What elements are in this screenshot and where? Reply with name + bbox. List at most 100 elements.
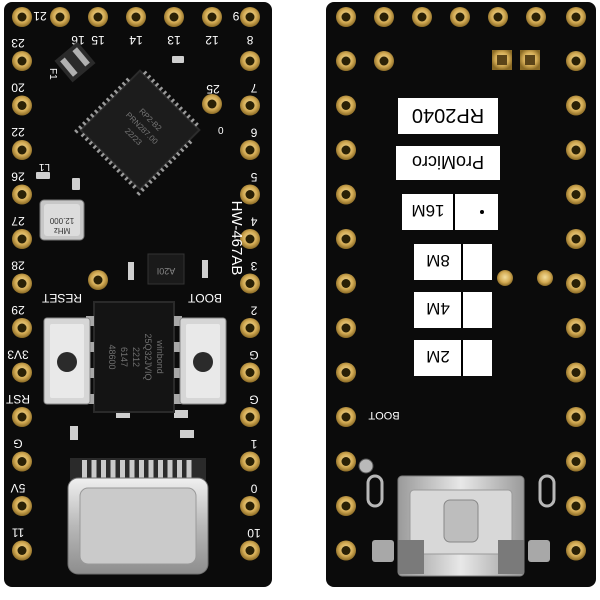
back-inner-pad[interactable] — [374, 51, 394, 71]
front-left-pad[interactable] — [12, 496, 32, 516]
flash-8m-box: 8M — [414, 244, 492, 280]
back-right-pad[interactable] — [566, 451, 586, 472]
back-left-pad[interactable] — [336, 184, 356, 205]
back-right-pad[interactable] — [566, 540, 586, 561]
back-right-pad[interactable] — [566, 407, 586, 427]
front-left-pad[interactable] — [12, 362, 32, 383]
front-left-pad[interactable] — [12, 451, 32, 472]
front-right-pin-label: 5 — [250, 170, 257, 184]
front-top-pad[interactable] — [88, 7, 108, 27]
flash-lot-1: 6147 — [119, 347, 129, 367]
front-left-pad[interactable] — [12, 229, 32, 249]
back-right-pad[interactable] — [566, 184, 586, 205]
back-left-pad[interactable] — [336, 451, 356, 472]
back-left-pad[interactable] — [336, 140, 356, 160]
reset-button[interactable] — [43, 317, 91, 405]
front-right-pad[interactable] — [240, 318, 260, 338]
front-right-pad[interactable] — [240, 451, 260, 472]
front-top-pad[interactable] — [50, 7, 70, 27]
back-right-pad[interactable] — [566, 51, 586, 71]
front-top-pin-label: 8 — [246, 33, 253, 47]
front-top-pad[interactable] — [202, 7, 222, 27]
back-left-pad[interactable] — [336, 362, 356, 383]
front-top-pad[interactable] — [126, 7, 146, 27]
chip-label: RP2040 — [412, 104, 484, 126]
back-boot-pad[interactable] — [358, 458, 374, 474]
flash-16m-label: 16M — [411, 201, 444, 220]
front-top-pad[interactable] — [164, 7, 184, 27]
indicator-mark: 0 — [218, 126, 224, 137]
front-right-pad[interactable] — [240, 140, 260, 160]
flash-4m-label: 4M — [426, 299, 450, 318]
back-right-pad[interactable] — [566, 140, 586, 160]
back-top-pad[interactable] — [526, 7, 546, 27]
usb-c-connector-front — [67, 458, 209, 575]
back-right-pad[interactable] — [566, 362, 586, 383]
fuse-label: F1 — [47, 68, 58, 80]
back-right-pad[interactable] — [566, 318, 586, 338]
back-left-pad[interactable] — [336, 229, 356, 249]
inductor-label: L1 — [38, 161, 50, 172]
front-right-pad[interactable] — [240, 362, 260, 383]
front-right-pin-label: 7 — [250, 81, 257, 95]
front-top-pad[interactable] — [12, 7, 32, 27]
front-right-pad[interactable] — [240, 95, 260, 116]
front-right-pin-label: 2 — [250, 304, 257, 318]
boot-label: BOOT — [187, 291, 222, 305]
boot-button[interactable] — [179, 317, 227, 405]
front-left-pin-label: 26 — [11, 170, 25, 184]
back-left-pad[interactable] — [336, 540, 356, 561]
front-right-pad[interactable] — [240, 496, 260, 516]
front-left-pad[interactable] — [12, 184, 32, 205]
back-top-pad[interactable] — [374, 7, 394, 27]
back-header-pads — [336, 7, 586, 561]
front-right-pad[interactable] — [240, 51, 260, 71]
back-right-pad[interactable] — [566, 95, 586, 116]
front-left-pad[interactable] — [12, 318, 32, 338]
usb-c-connector-back — [366, 474, 556, 577]
brand-label: ProMicro — [412, 152, 484, 172]
back-top-pad[interactable] — [450, 7, 470, 27]
back-right-pad[interactable] — [566, 496, 586, 516]
front-left-pad[interactable] — [12, 51, 32, 71]
front-right-pin-label: 4 — [250, 215, 257, 229]
front-right-pad[interactable] — [240, 184, 260, 205]
back-top-pad[interactable] — [336, 7, 356, 27]
back-left-pad[interactable] — [336, 95, 356, 116]
back-left-pad[interactable] — [336, 51, 356, 71]
front-top-pad[interactable] — [240, 7, 260, 27]
front-left-pin-label: 28 — [11, 259, 25, 273]
front-right-pad[interactable] — [240, 540, 260, 561]
back-left-pad[interactable] — [336, 496, 356, 516]
front-left-pad[interactable] — [12, 407, 32, 427]
back-right-pad[interactable] — [566, 229, 586, 249]
back-right-pad[interactable] — [566, 273, 586, 294]
front-right-pad[interactable] — [240, 273, 260, 294]
front-inner-pad[interactable] — [88, 270, 108, 290]
front-right-pin-label: 0 — [250, 482, 257, 496]
front-top-pin-label: 21 — [33, 9, 47, 23]
front-left-pin-label: 3V3 — [7, 348, 29, 362]
front-right-pad[interactable] — [240, 229, 260, 249]
rp2040-mcu: RP2-B2 PRN287.00 22/23 — [74, 69, 201, 196]
back-left-pad[interactable] — [336, 407, 356, 427]
front-right-pin-label: 6 — [250, 126, 257, 140]
back-top-pad[interactable] — [488, 7, 508, 27]
front-right-pin-label: 3 — [250, 259, 257, 273]
flash-16m-box: 16M — [402, 194, 498, 230]
front-left-pin-label: 29 — [11, 303, 25, 317]
front-left-pad[interactable] — [12, 140, 32, 160]
front-left-pad[interactable] — [12, 540, 32, 561]
front-left-pad[interactable] — [12, 273, 32, 294]
back-top-pad[interactable] — [412, 7, 432, 27]
front-left-pad[interactable] — [12, 95, 32, 116]
back-left-pad[interactable] — [336, 273, 356, 294]
front-inner-pad[interactable] — [202, 94, 222, 114]
front-right-pin-label: 1 — [250, 437, 257, 451]
back-left-pad[interactable] — [336, 318, 356, 338]
back-top-pad[interactable] — [566, 7, 586, 27]
front-right-pin-label: G — [249, 348, 258, 362]
front-right-pad[interactable] — [240, 407, 260, 427]
